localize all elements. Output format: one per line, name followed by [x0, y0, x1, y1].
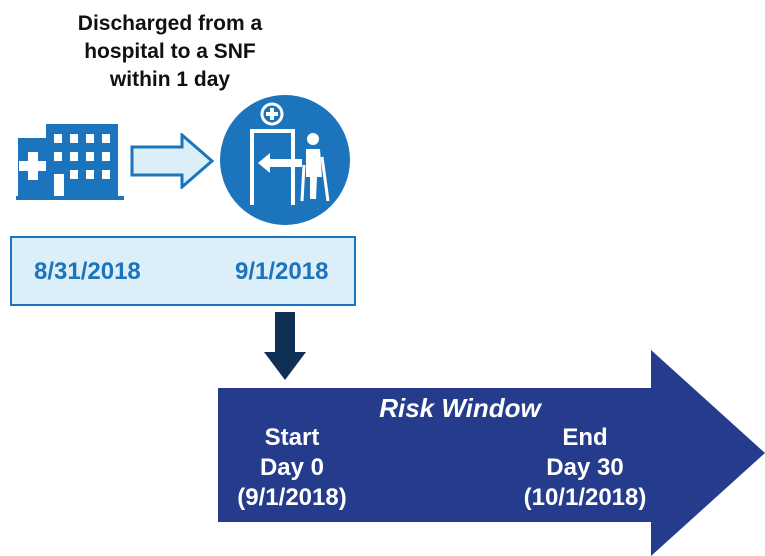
risk-window-arrow	[218, 350, 765, 556]
end-date: (10/1/2018)	[523, 484, 647, 511]
down-arrow-icon	[264, 312, 306, 380]
diagram-heading: Discharged from a hospital to a SNF with…	[30, 10, 310, 94]
heading-line-1: Discharged from a	[77, 12, 263, 35]
hospital-building-icon	[16, 124, 124, 200]
start-label: Start	[264, 424, 320, 451]
risk-window-end: End Day 30 (10/1/2018)	[505, 423, 665, 513]
discharge-date: 8/31/2018	[34, 258, 141, 285]
risk-window-title: Risk Window	[379, 393, 541, 423]
snf-admission-icon	[220, 95, 350, 225]
admission-date: 9/1/2018	[235, 258, 329, 285]
end-day: Day 30	[546, 454, 624, 481]
end-label: End	[562, 424, 608, 451]
heading-line-2: hospital to a SNF	[84, 40, 256, 63]
heading-line-3: within 1 day	[109, 68, 231, 91]
date-bar	[10, 236, 356, 306]
risk-window-start: Start Day 0 (9/1/2018)	[218, 423, 366, 513]
start-date: (9/1/2018)	[237, 484, 347, 511]
right-arrow-icon	[130, 133, 215, 189]
start-day: Day 0	[259, 454, 325, 481]
